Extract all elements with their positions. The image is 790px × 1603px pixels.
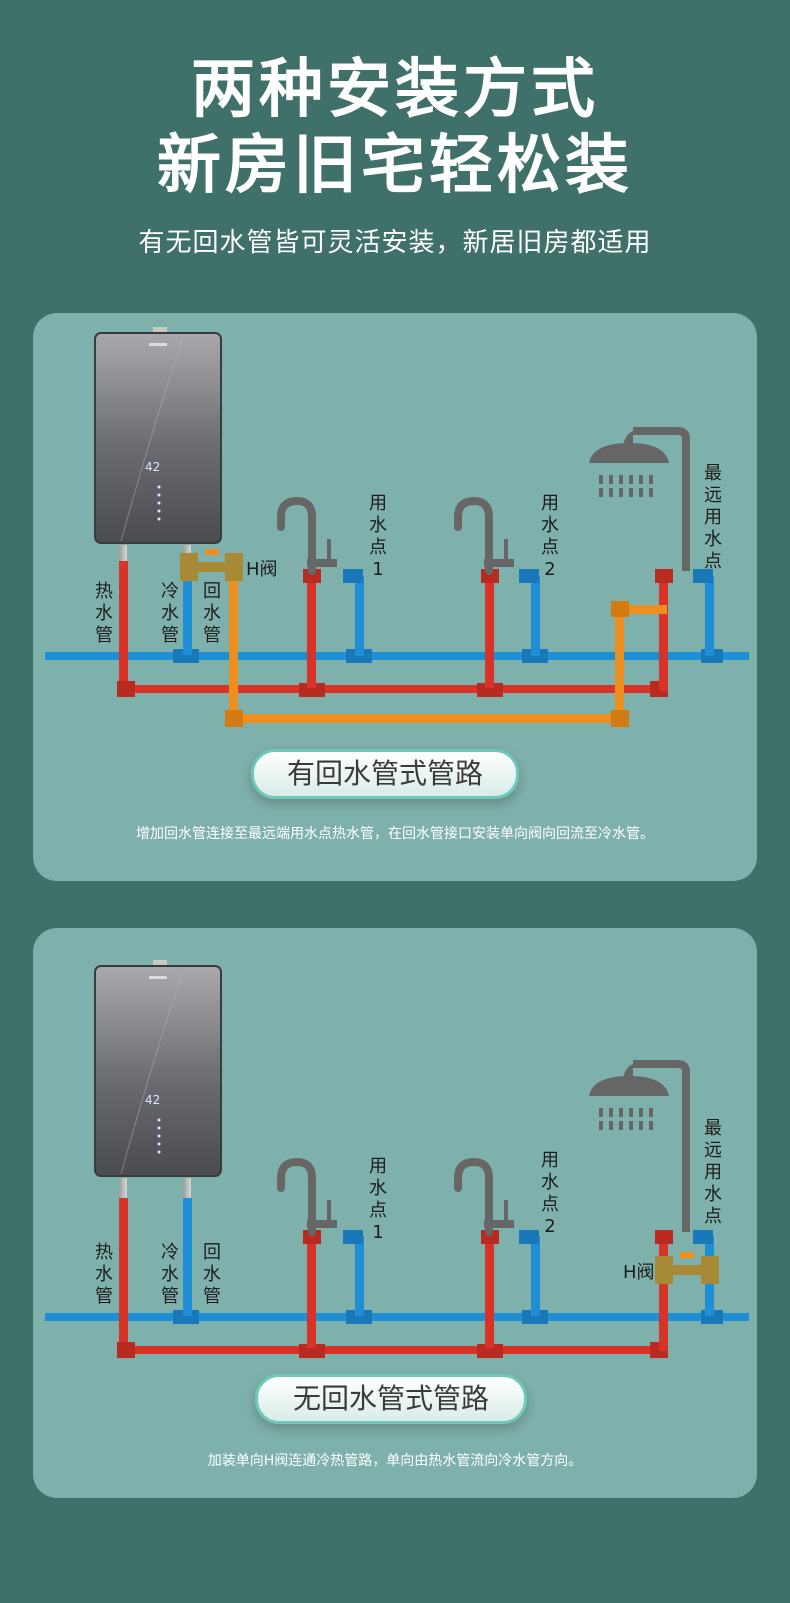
shower-icon xyxy=(589,427,690,571)
no-return-diagram: 42 xyxy=(45,960,749,1358)
hot-water-main-pipe xyxy=(117,561,673,697)
svg-text:42: 42 xyxy=(145,460,160,474)
faucet-2-icon xyxy=(454,496,514,575)
label-water-point-1: 用水点1 xyxy=(369,493,387,580)
water-heater-icon: 42 xyxy=(94,327,222,563)
label-cold-pipe: 冷水管 xyxy=(161,1242,179,1307)
note-with-return-pipe: 增加回水管连接至最远端用水点热水管，在回水管接口安装单向阀向回流至冷水管。 xyxy=(136,826,654,842)
faucet-1-icon xyxy=(277,496,337,575)
svg-text:42: 42 xyxy=(145,1093,160,1107)
cold-water-branch-pipes xyxy=(183,563,714,656)
note-no-return-pipe: 加装单向H阀连通冷热管路，单向由热水管流向冷水管方向。 xyxy=(207,1453,583,1469)
panel-with-return-pipe: 42 xyxy=(33,313,757,881)
label-return-pipe: 回水管 xyxy=(203,581,221,646)
caption-with-return-pipe: 有回水管式管路 xyxy=(251,749,519,799)
caption-no-return-pipe: 无回水管式管路 xyxy=(255,1374,527,1424)
water-heater-icon: 42 xyxy=(94,960,222,1200)
label-farthest-water-point: 最远用水点 xyxy=(704,463,722,572)
cold-water-main-pipe xyxy=(45,649,749,663)
label-water-point-2: 用水点2 xyxy=(541,1150,559,1237)
panel-no-return-pipe: 42 xyxy=(33,928,757,1498)
page-subtitle: 有无回水管皆可灵活安装，新居旧房都适用 xyxy=(138,228,652,258)
title-line-2: 新房旧宅轻松装 xyxy=(157,129,633,203)
h-valve-icon xyxy=(655,1252,719,1284)
label-water-point-1: 用水点1 xyxy=(369,1156,387,1243)
h-valve-icon xyxy=(180,549,243,581)
label-water-point-2: 用水点2 xyxy=(541,493,559,580)
label-h-valve: H阀 xyxy=(246,559,278,580)
label-hot-pipe: 热水管 xyxy=(95,581,113,646)
faucet-2-icon xyxy=(454,1157,514,1236)
return-water-pipe xyxy=(225,553,667,727)
with-return-diagram: 42 xyxy=(45,327,749,727)
shower-icon xyxy=(589,1060,690,1232)
page-title: 两种安装方式 新房旧宅轻松装 xyxy=(0,52,790,204)
label-cold-pipe: 冷水管 xyxy=(161,581,179,646)
label-hot-pipe: 热水管 xyxy=(95,1242,113,1307)
label-return-pipe: 回水管 xyxy=(203,1242,221,1307)
title-line-1: 两种安装方式 xyxy=(191,53,599,127)
label-farthest-water-point: 最远用水点 xyxy=(704,1118,722,1227)
label-h-valve: H阀 xyxy=(623,1262,655,1283)
faucet-1-icon xyxy=(277,1157,337,1236)
